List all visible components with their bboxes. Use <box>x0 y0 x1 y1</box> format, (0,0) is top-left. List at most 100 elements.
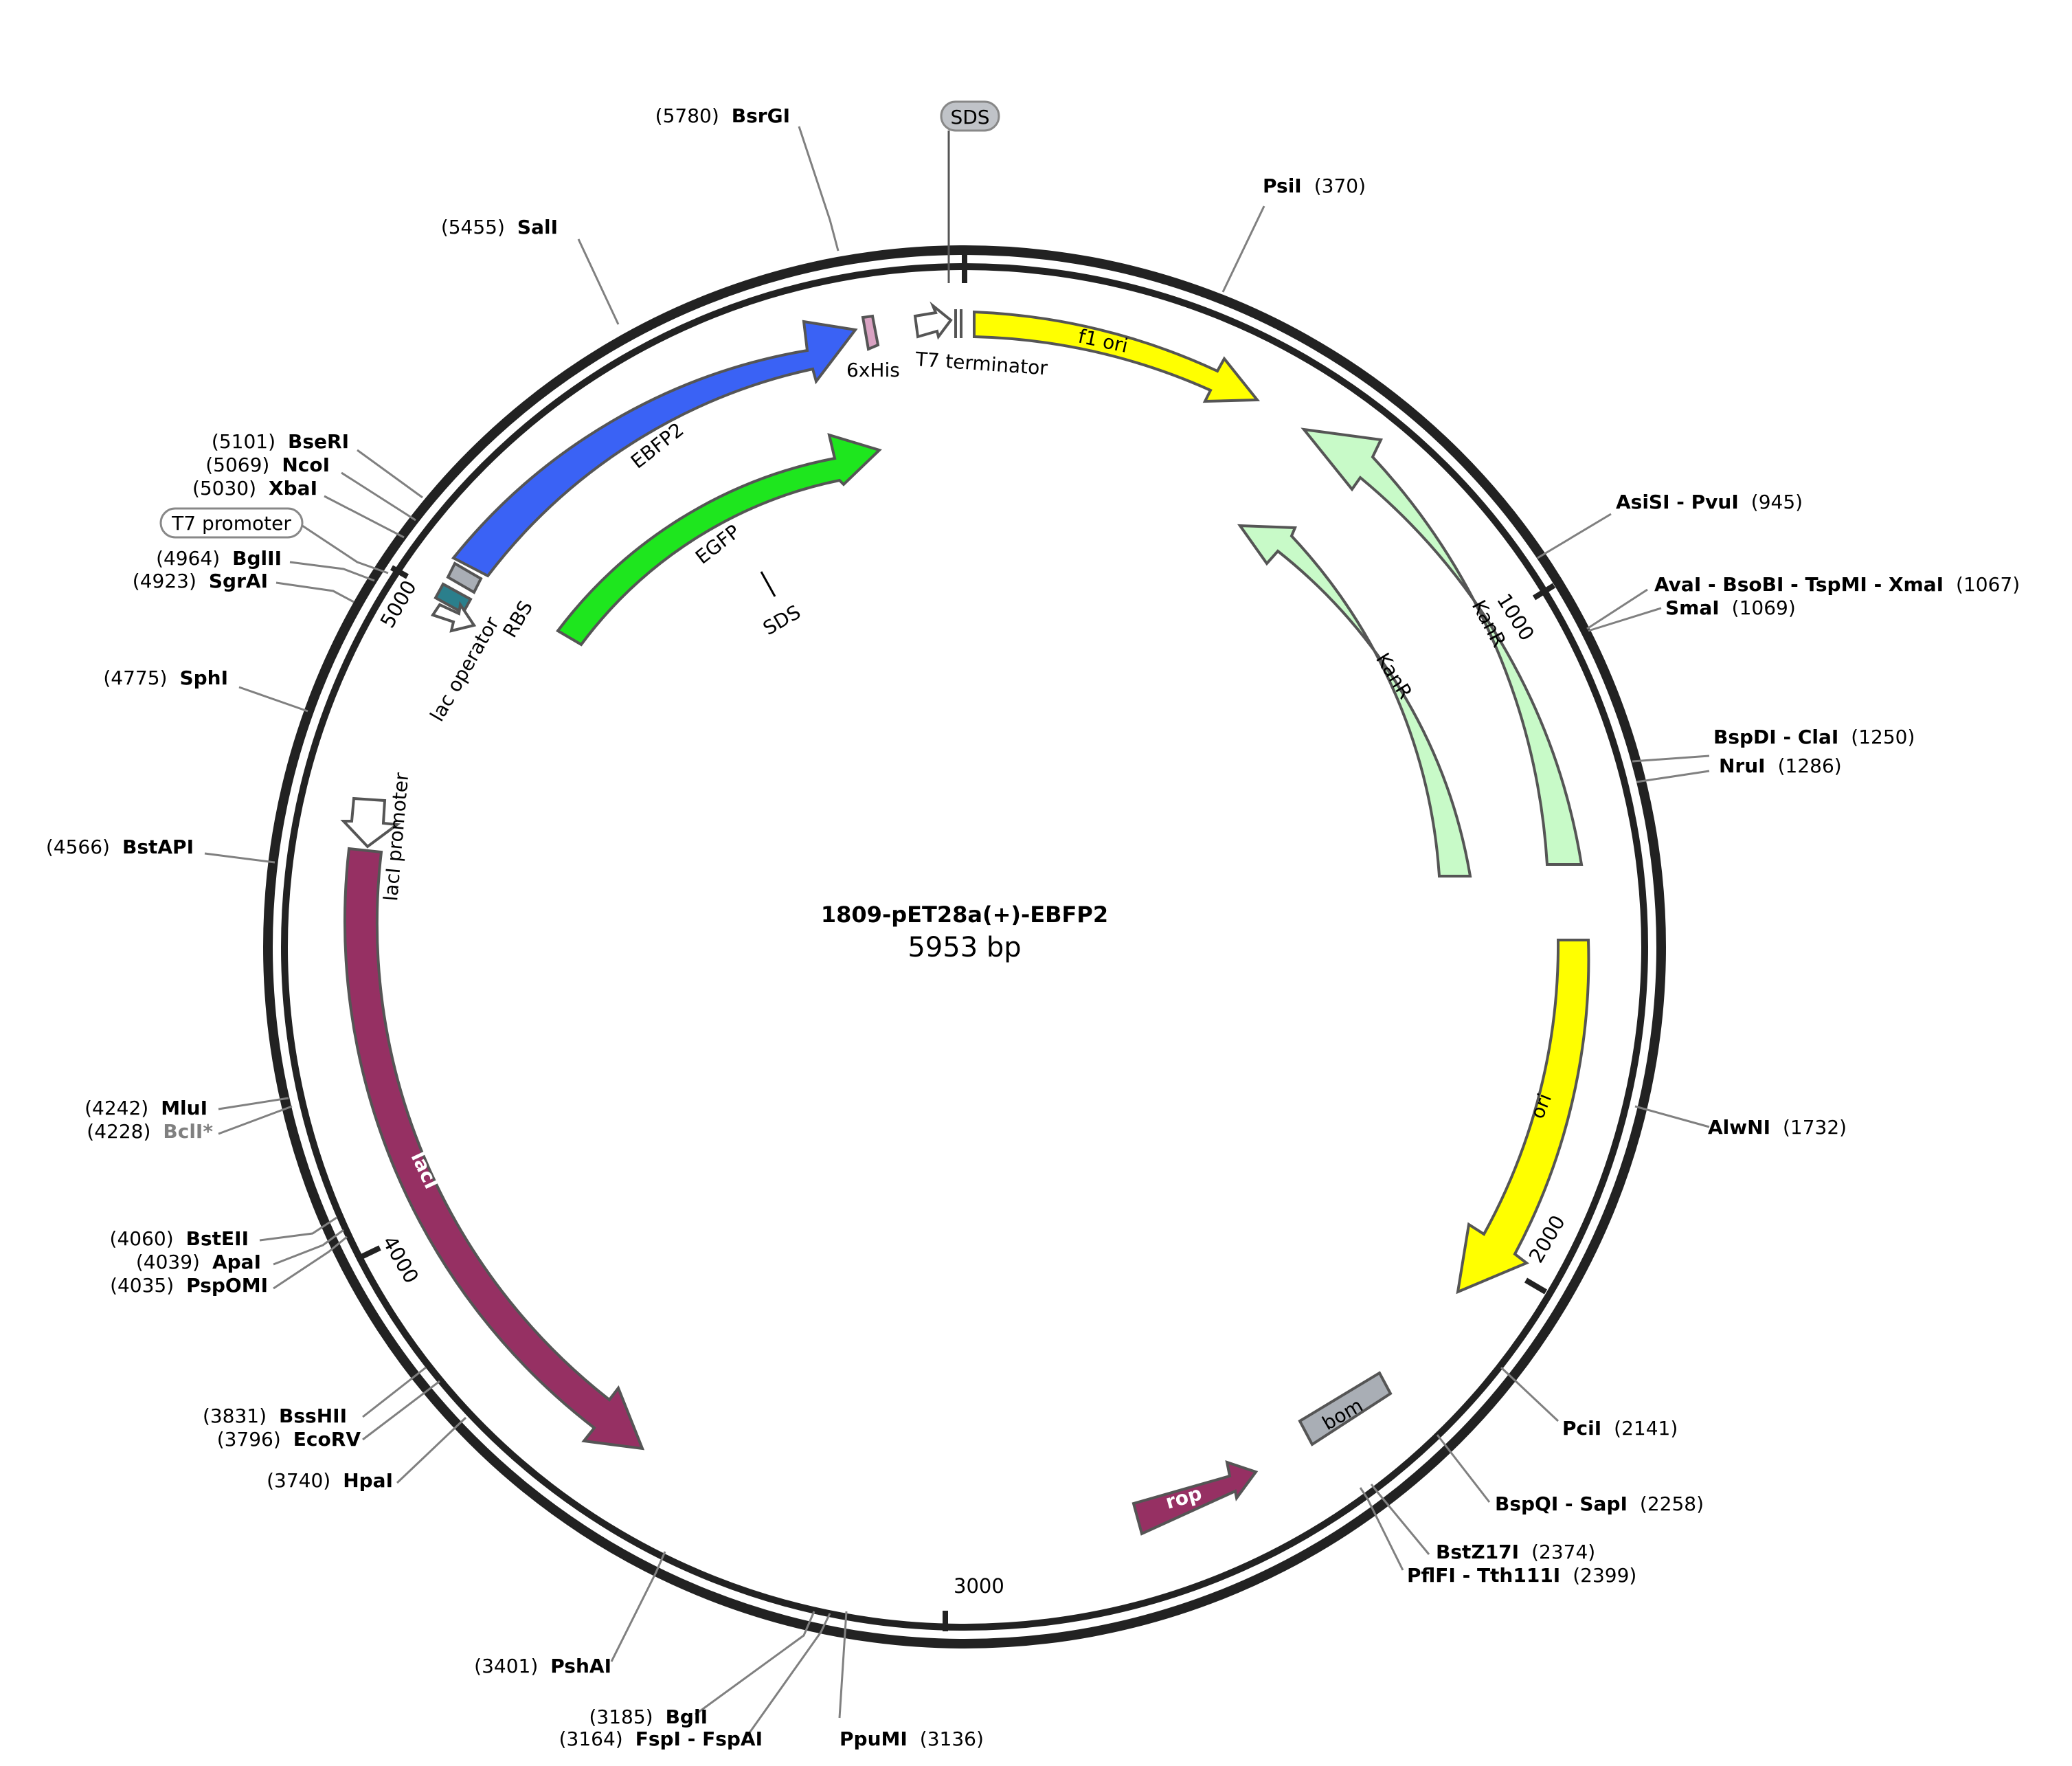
leader-bstapi <box>204 852 275 864</box>
feature-rbs-box <box>446 561 483 594</box>
site-bsshii: (3831)BssHII <box>203 1405 347 1427</box>
leader-bsshii <box>362 1366 427 1418</box>
site-apai: (4039)ApaI <box>136 1251 261 1273</box>
site-bgli: (3185)BglI <box>589 1706 708 1728</box>
site-ncoi: (5069)NcoI <box>205 454 330 476</box>
site-sphi: (4775)SphI <box>103 667 228 689</box>
feature-ebfp2-arrow <box>451 320 858 578</box>
site-asisi: AsiSI - PvuI(945) <box>1616 491 1803 513</box>
leader-pflfi <box>1359 1487 1404 1571</box>
site-baseri: (5101)BseRI <box>212 430 349 453</box>
feature-t7-promoter-arrow <box>430 601 477 633</box>
t7-promoter-callout-text: T7 promoter <box>171 512 291 535</box>
leader-bspqi <box>1436 1434 1491 1503</box>
leader-psii <box>1221 205 1265 293</box>
site-bstapi: (4566)BstAPI <box>46 836 194 858</box>
feature-ori-arrow <box>1456 939 1590 1295</box>
leader-pshai <box>610 1551 666 1662</box>
site-bspdi: BspDI - ClaI(1250) <box>1713 726 1915 748</box>
label-6xhis: 6xHis <box>846 359 900 381</box>
leader-sali <box>577 238 620 325</box>
feature-egfp-arrow <box>556 433 882 647</box>
leader-fspi <box>744 1613 831 1739</box>
site-mlui: (4242)MluI <box>85 1097 207 1119</box>
site-hpai: (3740)HpaI <box>267 1469 393 1492</box>
tick-labels: 1000 2000 3000 4000 5000 <box>376 577 1570 1598</box>
tick-marks <box>360 255 1556 1631</box>
tick-label-4000: 4000 <box>378 1232 423 1288</box>
plasmid-length: 5953 bp <box>908 932 1021 963</box>
leader-avai <box>1586 588 1648 630</box>
tick-5000 <box>390 565 409 579</box>
leader-bcli <box>218 1105 293 1135</box>
leader-asisi <box>1537 513 1612 559</box>
tick-label-3000: 3000 <box>954 1574 1004 1598</box>
site-sali: (5455)SalI <box>441 216 558 238</box>
tick-1000 <box>1532 583 1556 601</box>
label-laci-promoter: lacI promoter <box>379 772 413 902</box>
leader-sgrai <box>275 581 354 603</box>
feature-t7-terminator-arrow <box>913 301 953 340</box>
tick-4000 <box>360 1245 381 1260</box>
leader-bsteii <box>259 1216 337 1242</box>
feature-lacI-arrow <box>343 847 645 1451</box>
site-bspqi: BspQI - SapI(2258) <box>1495 1493 1704 1515</box>
site-xbai: (5030)XbaI <box>192 477 317 500</box>
feature-kanr-outer-arrow <box>1300 427 1584 866</box>
site-bcli: (4228)BclI* <box>87 1120 213 1143</box>
leader-bgli <box>695 1611 815 1716</box>
tick-label-5000: 5000 <box>376 577 421 632</box>
sds-top-callout-text: SDS <box>950 106 989 128</box>
leader-ncoi <box>341 471 416 522</box>
leader-apai <box>273 1229 344 1266</box>
feature-f1ori-arrow <box>973 310 1261 403</box>
leader-nrui <box>1636 770 1710 783</box>
leader-bspdi <box>1632 755 1710 763</box>
site-bsrgi: (5780)BsrGI <box>655 104 790 127</box>
leader-pcii <box>1500 1366 1559 1422</box>
feature-laci-promoter-arrow <box>340 796 401 849</box>
site-ppumi: PpuMI(3136) <box>840 1728 984 1750</box>
site-sgrai: (4923)SgrAI <box>133 570 268 592</box>
tick-2000 <box>1524 1277 1548 1295</box>
site-smai: SmaI(1069) <box>1665 596 1796 619</box>
site-bglii: (4964)BglII <box>156 547 282 570</box>
feature-rop-arrow <box>1131 1460 1259 1536</box>
feature-kanr-inner-arrow <box>1237 524 1472 878</box>
features <box>340 301 1590 1536</box>
site-psii: PsiI(370) <box>1263 175 1366 197</box>
leader-baseri <box>357 449 423 499</box>
site-alwni: AlwNI(1732) <box>1708 1116 1847 1139</box>
site-pspomi: (4035)PspOMI <box>110 1274 268 1297</box>
plasmid-name: 1809-pET28a(+)-EBFP2 <box>821 902 1108 928</box>
leader-bglii <box>289 561 375 582</box>
leader-ppumi <box>838 1611 848 1719</box>
site-bsrgi-pos: (5780) <box>655 104 719 127</box>
leader-sphi <box>238 686 308 713</box>
label-t7-terminator: T7 terminator <box>914 348 1049 379</box>
sds-top-callout-box <box>940 100 1000 132</box>
site-pcii: PciI(2141) <box>1562 1417 1678 1440</box>
site-bstz17i: BstZ17I(2374) <box>1436 1541 1595 1563</box>
leader-ecorv <box>362 1380 440 1441</box>
label-f1ori: f1 ori <box>1077 325 1130 357</box>
feature-bom-box <box>1298 1371 1393 1446</box>
leader-pspomi <box>273 1236 348 1290</box>
leader-xbai <box>324 495 405 539</box>
label-kanr-inner: KanR <box>1371 649 1417 703</box>
site-nrui: NruI(1286) <box>1719 755 1842 777</box>
center-title: 1809-pET28a(+)-EBFP2 5953 bp <box>821 902 1108 963</box>
site-fspi: (3164)FspI - FspAI <box>559 1728 763 1750</box>
site-labels: (5780)BsrGI (5455)SalI PsiI(370) (5101)B… <box>46 104 2020 1750</box>
site-pflfi: PflFI - Tth111I(2399) <box>1407 1564 1636 1587</box>
label-sds-inner: SDS <box>759 601 804 640</box>
leader-hpai <box>396 1416 467 1484</box>
label-rbs: RBS <box>498 597 537 642</box>
feature-6xhis-box <box>861 314 880 351</box>
leader-mlui <box>218 1097 289 1110</box>
site-pshai: (3401)PshAI <box>474 1655 611 1677</box>
leader-bsrgi <box>798 126 840 252</box>
site-avai: AvaI - BsoBI - TspMI - XmaI(1067) <box>1654 573 2020 596</box>
t7-promoter-callout-box <box>159 507 304 539</box>
